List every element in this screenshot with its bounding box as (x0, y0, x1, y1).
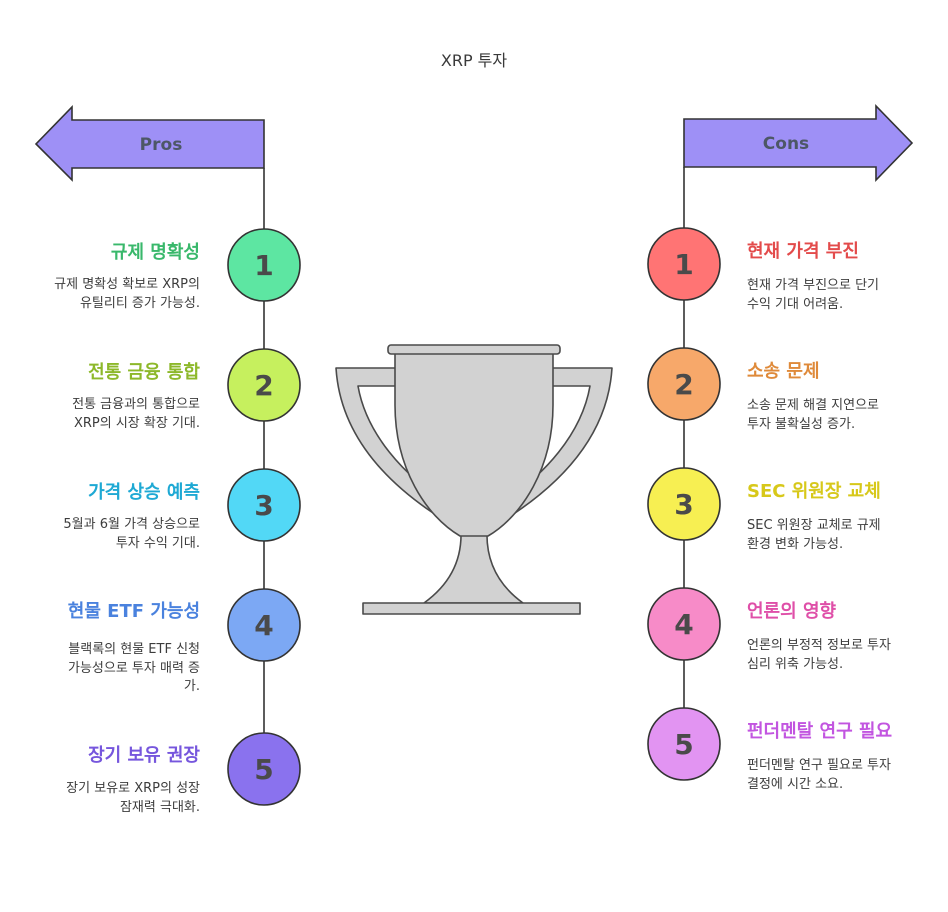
pros-label: Pros (140, 135, 183, 155)
cons-desc-1-line-1: 현재 가격 부진으로 단기 (747, 278, 879, 293)
cons-heading-2: 소송 문제 (747, 361, 820, 382)
pros-item-4: 4 현물 ETF 가능성 블랙록의 현물 ETF 신청 가능성으로 투자 매력 … (68, 588, 301, 694)
cons-desc-5-line-1: 펀더멘탈 연구 필요로 투자 (747, 758, 891, 773)
cons-item-1: 1 현재 가격 부진 현재 가격 부진으로 단기 수익 기대 어려움. (647, 227, 879, 312)
cons-number-2: 2 (674, 368, 693, 401)
pros-desc-2-line-2: XRP의 시장 확장 기대. (74, 416, 200, 431)
pros-number-5: 5 (254, 753, 273, 786)
cons-heading-1: 현재 가격 부진 (747, 241, 859, 262)
cons-desc-2-line-2: 투자 불확실성 증가. (747, 417, 855, 432)
pros-desc-5-line-1: 장기 보유로 XRP의 성장 (66, 781, 200, 796)
pros-desc-2-line-1: 전통 금융과의 통합으로 (72, 397, 200, 412)
pros-heading-4: 현물 ETF 가능성 (68, 601, 200, 622)
pros-number-3: 3 (254, 489, 273, 522)
pros-arrow-shape (34, 105, 265, 182)
cons-desc-4-line-2: 심리 위축 가능성. (747, 657, 843, 672)
cons-desc-2-line-1: 소송 문제 해결 지연으로 (747, 398, 879, 413)
pros-heading-5: 장기 보유 권장 (88, 745, 200, 766)
cons-number-1: 1 (674, 248, 693, 281)
cons-number-3: 3 (674, 488, 693, 521)
trophy-cup (394, 352, 554, 537)
pros-item-3: 3 가격 상승 예측 5월과 6월 가격 상승으로 투자 수익 기대. (63, 468, 301, 551)
pros-node-2 (227, 348, 301, 422)
pros-item-2: 2 전통 금융 통합 전통 금융과의 통합으로 XRP의 시장 확장 기대. (72, 348, 301, 431)
pros-desc-4-line-2: 가능성으로 투자 매력 증 (68, 661, 200, 676)
cons-item-4: 4 언론의 영향 언론의 부정적 정보로 투자 심리 위축 가능성. (647, 587, 891, 672)
pros-number-4: 4 (254, 609, 273, 642)
cons-arrow: Cons (683, 104, 914, 182)
cons-desc-5-line-2: 결정에 시간 소요. (747, 777, 843, 792)
pros-number-2: 2 (254, 369, 273, 402)
pros-heading-2: 전통 금융 통합 (88, 361, 200, 383)
cons-desc-1-line-2: 수익 기대 어려움. (747, 297, 843, 312)
pros-node-1 (227, 228, 301, 302)
trophy-icon (335, 344, 613, 615)
cons-heading-5: 펀더멘탈 연구 필요 (747, 721, 892, 742)
cons-desc-3-line-2: 환경 변화 가능성. (747, 537, 843, 552)
pros-item-1: 1 규제 명확성 규제 명확성 확보로 XRP의 유틸리티 증가 가능성. (54, 228, 301, 311)
cons-number-5: 5 (674, 728, 693, 761)
cons-heading-4: 언론의 영향 (747, 601, 837, 622)
pros-desc-3-line-1: 5월과 6월 가격 상승으로 (63, 517, 200, 532)
pros-number-1: 1 (254, 249, 273, 282)
cons-node-3 (647, 467, 721, 541)
pros-desc-4-line-1: 블랙록의 현물 ETF 신청 (68, 642, 200, 657)
cons-item-5: 5 펀더멘탈 연구 필요 펀더멘탈 연구 필요로 투자 결정에 시간 소요. (647, 707, 892, 792)
cons-desc-3-line-1: SEC 위원장 교체로 규제 (747, 518, 881, 533)
trophy-base (362, 602, 581, 615)
cons-label: Cons (763, 134, 809, 154)
pros-node-4 (227, 588, 301, 662)
cons-node-4 (647, 587, 721, 661)
cons-desc-4-line-1: 언론의 부정적 정보로 투자 (747, 638, 891, 653)
trophy-stem (423, 531, 524, 604)
pros-desc-1-line-2: 유틸리티 증가 가능성. (80, 296, 200, 311)
cons-item-3: 3 SEC 위원장 교체 SEC 위원장 교체로 규제 환경 변화 가능성. (647, 467, 881, 552)
trophy-rim (387, 344, 561, 355)
cons-node-2 (647, 347, 721, 421)
pros-node-5 (227, 732, 301, 806)
pros-item-5: 5 장기 보유 권장 장기 보유로 XRP의 성장 잠재력 극대화. (66, 732, 301, 815)
diagram-title: XRP 투자 (441, 51, 508, 70)
cons-item-2: 2 소송 문제 소송 문제 해결 지연으로 투자 불확실성 증가. (647, 347, 879, 432)
cons-number-4: 4 (674, 608, 693, 641)
cons-heading-3: SEC 위원장 교체 (747, 481, 881, 502)
cons-node-1 (647, 227, 721, 301)
pros-desc-4-line-3: 가. (184, 679, 200, 694)
pros-desc-5-line-2: 잠재력 극대화. (120, 800, 200, 815)
cons-node-5 (647, 707, 721, 781)
pros-desc-3-line-2: 투자 수익 기대. (116, 536, 200, 551)
pros-node-3 (227, 468, 301, 542)
pros-desc-1-line-1: 규제 명확성 확보로 XRP의 (54, 277, 200, 292)
pros-heading-3: 가격 상승 예측 (88, 482, 200, 503)
pros-arrow: Pros (34, 105, 265, 182)
pros-heading-1: 규제 명확성 (111, 242, 200, 263)
cons-arrow-shape (683, 104, 914, 182)
